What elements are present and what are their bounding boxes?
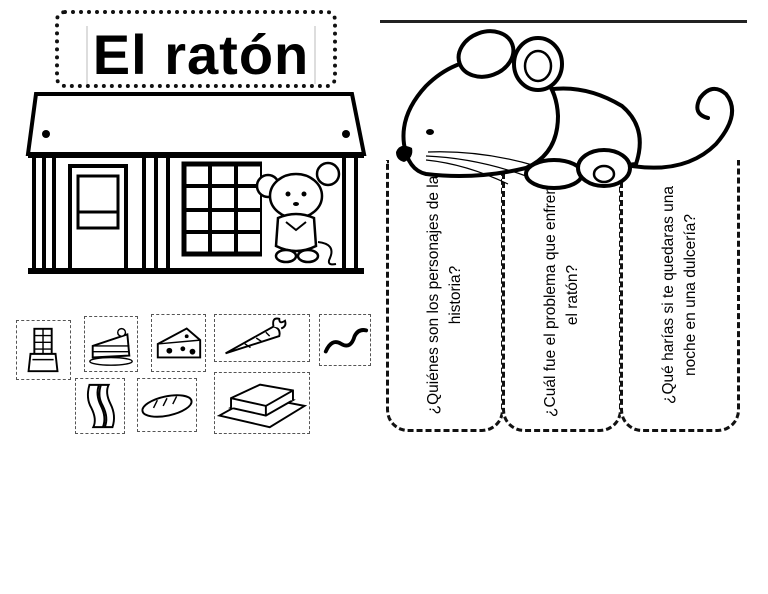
card-bread[interactable] — [137, 378, 197, 432]
big-mouse-icon — [396, 29, 735, 190]
bacon-icon — [86, 383, 115, 429]
card-chocolate[interactable] — [16, 320, 71, 380]
licorice-icon — [323, 328, 369, 354]
question-flap-1[interactable]: ¿Quiénes son los personajes de la histor… — [386, 160, 504, 432]
card-carrot[interactable] — [214, 314, 310, 362]
question-flap-3[interactable]: ¿Qué harías si te quedaras una noche en … — [620, 160, 740, 432]
card-cake[interactable] — [84, 316, 138, 372]
bread-icon — [141, 394, 193, 418]
top-divider-line — [380, 20, 747, 23]
butter-icon — [216, 383, 308, 429]
chocolate-icon — [27, 327, 59, 373]
question-3: ¿Qué harías si te quedaras una noche en … — [660, 185, 699, 404]
carrot-icon — [225, 317, 287, 355]
card-butter[interactable] — [214, 372, 310, 434]
cheese-icon — [156, 327, 202, 359]
question-1: ¿Quiénes son los personajes de la histor… — [425, 175, 464, 414]
small-mouse-icon — [255, 160, 341, 268]
card-licorice[interactable] — [319, 314, 371, 366]
page-title: El ratón — [86, 26, 316, 84]
title-sign — [55, 10, 337, 88]
card-bacon[interactable] — [75, 378, 125, 434]
question-flap-2[interactable]: ¿Cuál fue el problema que enfrentó el ra… — [502, 160, 622, 432]
question-2: ¿Cuál fue el problema que enfrentó el ra… — [542, 172, 581, 417]
cake-icon — [89, 327, 133, 366]
store-illustration — [25, 92, 367, 274]
card-cheese[interactable] — [151, 314, 206, 372]
